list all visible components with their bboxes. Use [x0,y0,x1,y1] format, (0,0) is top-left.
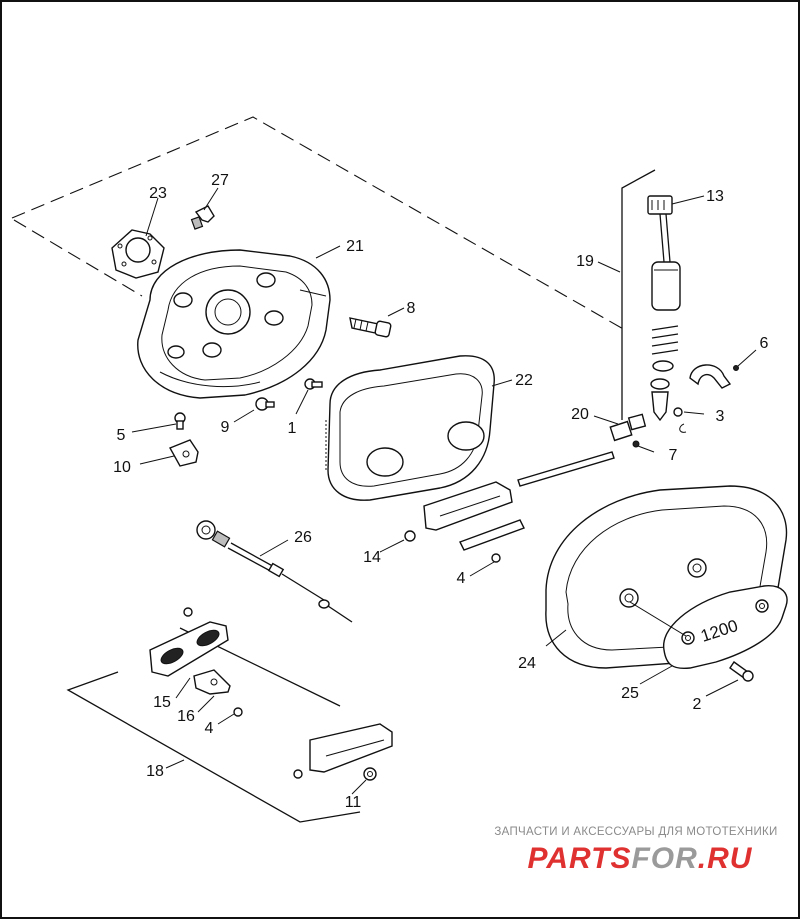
part-3-screw [673,407,687,433]
label-2: 2 [693,696,702,713]
filter-bracket [423,481,525,551]
part-5-screw [174,412,186,430]
part-16-bracket [193,669,231,695]
part-18-bracket [293,723,393,779]
label-23: 23 [149,185,167,202]
label-4-upper: 4 [457,570,466,587]
label-24: 24 [518,655,536,672]
part-14-screw [404,530,416,542]
label-1: 1 [288,420,297,437]
part-8-long-bolt [349,317,392,338]
assembly-group-bracket [11,116,626,331]
label-20: 20 [571,406,589,423]
part-13-connector [647,195,673,263]
part-labels: 23 27 21 8 1 9 5 10 22 14 4 20 7 13 19 6… [113,172,768,811]
watermark: ЗАПЧАСТИ И АКСЕССУАРЫ ДЛЯ МОТОТЕХНИКИ PA… [494,826,777,875]
part-1-screw [304,378,323,390]
label-8: 8 [407,300,416,317]
label-13: 13 [706,188,724,205]
part-21-backplate [137,249,331,399]
label-25: 25 [621,685,639,702]
label-16: 16 [177,708,195,725]
part-26-choke-cable [196,520,353,623]
part-10-bracket [169,439,199,467]
spring [650,325,679,422]
part-2-screw [729,661,754,682]
part-11-washer [363,767,377,781]
part-19-sensor [651,261,681,311]
label-21: 21 [346,238,364,255]
watermark-brand-parts: PARTS [528,842,632,875]
small-connector [627,413,647,431]
part-4-screw-upper [491,553,501,563]
label-7: 7 [669,447,678,464]
label-10: 10 [113,459,131,476]
part-15-plate [149,607,229,677]
label-6: 6 [760,335,769,352]
label-5: 5 [117,427,126,444]
label-26: 26 [294,529,312,546]
label-27: 27 [211,172,229,189]
label-22: 22 [515,372,533,389]
label-18: 18 [146,763,164,780]
label-4-lower: 4 [205,720,214,737]
part-22-filter-element [325,355,495,501]
label-14: 14 [363,549,381,566]
watermark-caption: ЗАПЧАСТИ И АКСЕССУАРЫ ДЛЯ МОТОТЕХНИКИ [494,826,777,838]
leader-lines [131,187,757,795]
group-bracket-19 [621,169,656,420]
part-4-screw-lower [233,707,243,717]
label-19: 19 [576,253,594,270]
part-27-breather-fitting [190,205,215,230]
label-9: 9 [221,419,230,436]
label-11: 11 [345,794,362,811]
part-6-clamp [689,364,739,389]
part-23-gasket [111,229,165,279]
watermark-brand-ru: .RU [698,842,753,875]
label-3: 3 [716,408,725,425]
watermark-brand-for: FOR [631,842,697,875]
label-15: 15 [153,694,171,711]
watermark-brand: PARTSFOR.RU [528,842,753,875]
part-9-screw [255,397,275,411]
part-20-rod [517,420,640,487]
part-25-badge [663,585,788,670]
group-bracket-18 [66,627,361,823]
